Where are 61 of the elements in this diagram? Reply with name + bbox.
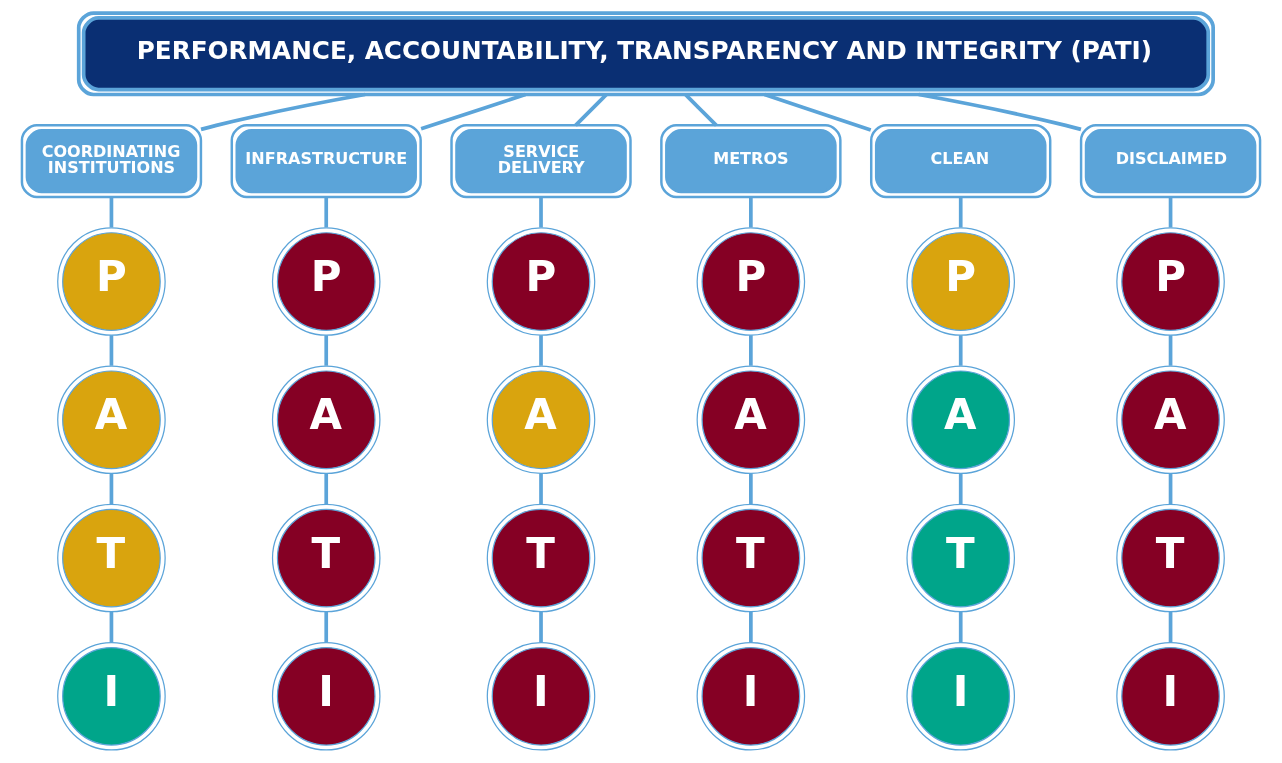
- node-circle: P: [696, 227, 806, 336]
- node-circle: T: [57, 503, 166, 613]
- connector: [1168, 335, 1173, 366]
- connector: [763, 92, 872, 132]
- connector: [324, 473, 329, 504]
- node-circle: T: [696, 503, 806, 613]
- node-circle: I: [57, 641, 166, 751]
- connector: [1168, 197, 1173, 228]
- connector: [958, 611, 963, 643]
- node-circle: I: [271, 641, 381, 751]
- connector: [1168, 473, 1173, 504]
- connector: [1168, 611, 1173, 643]
- node-circle: A: [696, 365, 806, 475]
- connector: [749, 473, 753, 504]
- connector: [749, 335, 753, 366]
- node-circle: I: [486, 641, 596, 751]
- connector: [749, 611, 753, 643]
- node-box: INFRASTRUCTURE: [230, 124, 422, 199]
- connector: [324, 611, 329, 643]
- connector: [109, 473, 114, 504]
- node-circle: P: [57, 227, 166, 336]
- connector: [918, 92, 1082, 132]
- connector: [539, 335, 543, 366]
- connector: [749, 197, 753, 228]
- connector: [539, 611, 543, 643]
- connector: [324, 197, 329, 228]
- node-circle: T: [1116, 503, 1225, 613]
- node-box: SERVICE DELIVERY: [450, 124, 632, 199]
- node-circle: P: [486, 227, 596, 336]
- node-circle: P: [906, 227, 1016, 336]
- node-circle: T: [486, 503, 596, 613]
- node-circle: P: [1116, 227, 1225, 336]
- node-circle: P: [271, 227, 381, 336]
- node-circle: I: [696, 641, 806, 751]
- connector: [539, 473, 543, 504]
- node-circle: A: [57, 365, 166, 475]
- node-circle: A: [271, 365, 381, 475]
- connector: [958, 197, 963, 228]
- connector: [200, 92, 366, 132]
- connector: [109, 335, 114, 366]
- connector: [958, 335, 963, 366]
- connector: [420, 92, 527, 131]
- connector: [574, 93, 608, 127]
- node-box: METROS: [660, 124, 842, 199]
- connector: [958, 473, 963, 504]
- connector: [109, 611, 114, 643]
- node-circle: A: [906, 365, 1016, 475]
- connector: [684, 93, 718, 127]
- node-box: CLEAN: [870, 124, 1052, 199]
- connector: [324, 335, 329, 366]
- connector: [109, 197, 114, 228]
- node-circle: T: [271, 503, 381, 613]
- connector: [539, 197, 543, 228]
- node-circle: A: [1116, 365, 1225, 475]
- node-box: COORDINATING INSTITUTIONS: [20, 124, 203, 199]
- node-circle: I: [906, 641, 1016, 751]
- node-circle: T: [906, 503, 1016, 613]
- node-box: PERFORMANCE, ACCOUNTABILITY, TRANSPARENCY AND INTEGRITY (PATI): [76, 11, 1215, 97]
- node-circle: I: [1116, 641, 1225, 751]
- node-circle: A: [486, 365, 596, 475]
- node-box: DISCLAIMED: [1079, 124, 1262, 199]
